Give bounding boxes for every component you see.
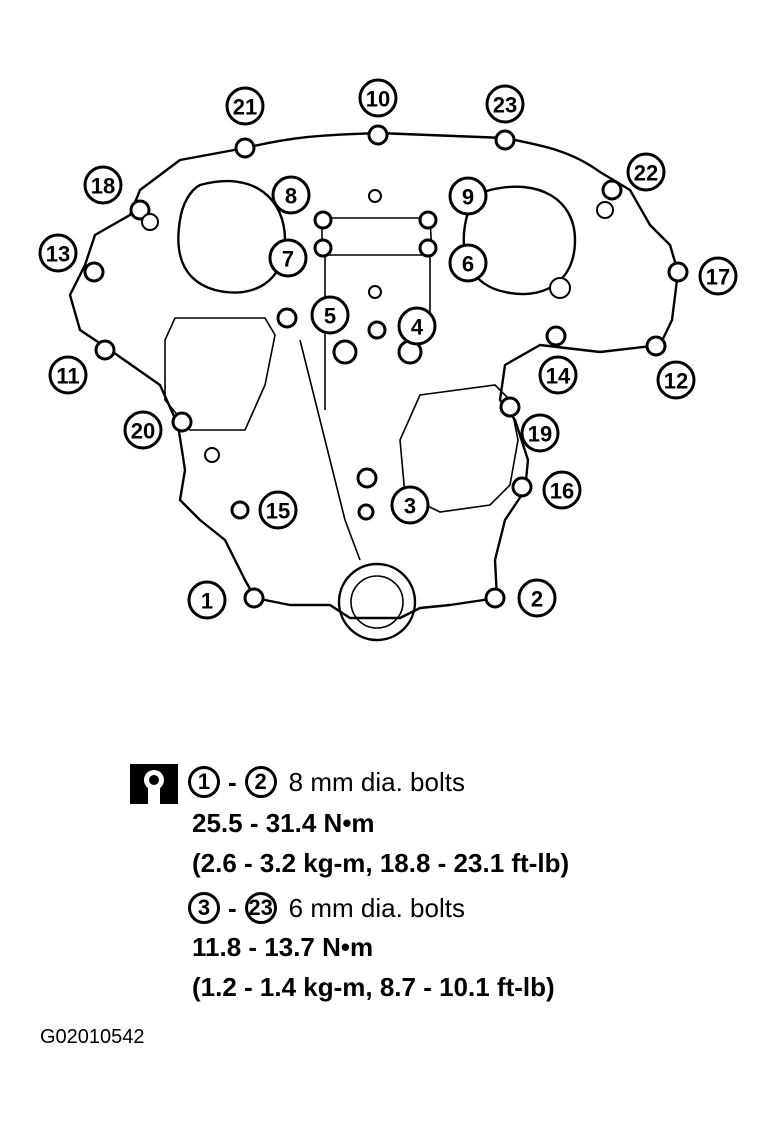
svg-text:2: 2: [531, 587, 543, 612]
spec-group-2: 3 - 23 6 mm dia. bolts: [188, 888, 465, 928]
range-dash: -: [228, 892, 237, 923]
crankshaft-seal-inner: [350, 575, 404, 629]
callout-16: 16: [542, 470, 582, 510]
torque-legend: 1 - 2 8 mm dia. bolts 25.5 - 31.4 N•m (2…: [130, 762, 690, 1012]
callout-8: 8: [271, 175, 311, 215]
bolt-description: 8 mm dia. bolts: [288, 766, 465, 797]
svg-text:10: 10: [366, 87, 390, 112]
callout-6: 6: [448, 243, 488, 283]
callout-21: 21: [225, 86, 265, 126]
range-end-badge: 2: [244, 766, 277, 798]
range-end-badge: 23: [244, 892, 277, 924]
spec-group-1: 1 - 2 8 mm dia. bolts: [188, 762, 465, 802]
callout-7: 7: [268, 238, 308, 278]
callout-20: 20: [123, 410, 163, 450]
range-start-badge: 3: [188, 892, 220, 924]
callout-10: 10: [358, 78, 398, 118]
callout-17: 17: [698, 256, 738, 296]
callout-22: 22: [626, 152, 666, 192]
svg-text:19: 19: [528, 422, 552, 447]
callout-5: 5: [310, 295, 350, 335]
svg-text:11: 11: [56, 364, 79, 389]
callout-4: 4: [397, 306, 437, 346]
callout-14: 14: [538, 355, 578, 395]
range-dash: -: [228, 766, 237, 797]
cover-outline: [68, 131, 680, 620]
left-cam-opening: [177, 179, 287, 294]
svg-text:17: 17: [706, 265, 730, 290]
bolt-description: 6 mm dia. bolts: [288, 892, 465, 923]
torque-metric-2: 11.8 - 13.7 N•m: [192, 932, 374, 962]
timing-cover-diagram: 1 2 3 4 5 6 7 8 9 10 11 12 13 14 15 16 1…: [38, 78, 738, 642]
svg-text:18: 18: [91, 174, 115, 199]
right-lower-panel: [399, 384, 519, 513]
range-start-badge: 1: [188, 766, 220, 798]
callout-13: 13: [38, 233, 78, 273]
svg-text:6: 6: [462, 252, 474, 277]
svg-text:14: 14: [546, 364, 571, 389]
svg-text:1: 1: [201, 589, 213, 614]
callout-23: 23: [485, 84, 525, 124]
svg-text:7: 7: [282, 247, 294, 272]
torque-metric-1: 25.5 - 31.4 N•m: [192, 808, 375, 838]
svg-text:15: 15: [266, 499, 290, 524]
torque-other-2: (1.2 - 1.4 kg-m, 8.7 - 10.1 ft-lb): [192, 972, 555, 1002]
callout-15: 15: [258, 490, 298, 530]
torque-wrench-icon: [130, 764, 178, 804]
callout-9: 9: [448, 176, 488, 216]
torque-other-1: (2.6 - 3.2 kg-m, 18.8 - 23.1 ft-lb): [192, 848, 570, 878]
svg-text:22: 22: [634, 161, 658, 186]
callout-19: 19: [520, 413, 560, 453]
svg-text:13: 13: [46, 242, 70, 267]
svg-text:4: 4: [411, 315, 424, 340]
left-lower-panel: [164, 317, 276, 431]
callout-3: 3: [390, 485, 430, 525]
svg-text:23: 23: [493, 93, 517, 118]
svg-text:3: 3: [404, 494, 416, 519]
callout-12: 12: [656, 360, 696, 400]
bolt-holes: [83, 124, 689, 609]
callout-18: 18: [83, 165, 123, 205]
callout-11: 11: [48, 355, 88, 395]
svg-text:21: 21: [233, 95, 257, 120]
svg-text:5: 5: [324, 304, 336, 329]
callout-2: 2: [517, 578, 557, 618]
svg-text:16: 16: [550, 479, 574, 504]
svg-text:12: 12: [664, 369, 688, 394]
svg-text:8: 8: [285, 184, 297, 209]
callout-1: 1: [187, 580, 227, 620]
svg-text:9: 9: [462, 185, 474, 210]
svg-text:20: 20: [131, 419, 155, 444]
figure-code: G02010542: [40, 1026, 145, 1048]
right-cam-opening: [462, 185, 577, 296]
crankshaft-seal: [337, 562, 417, 642]
